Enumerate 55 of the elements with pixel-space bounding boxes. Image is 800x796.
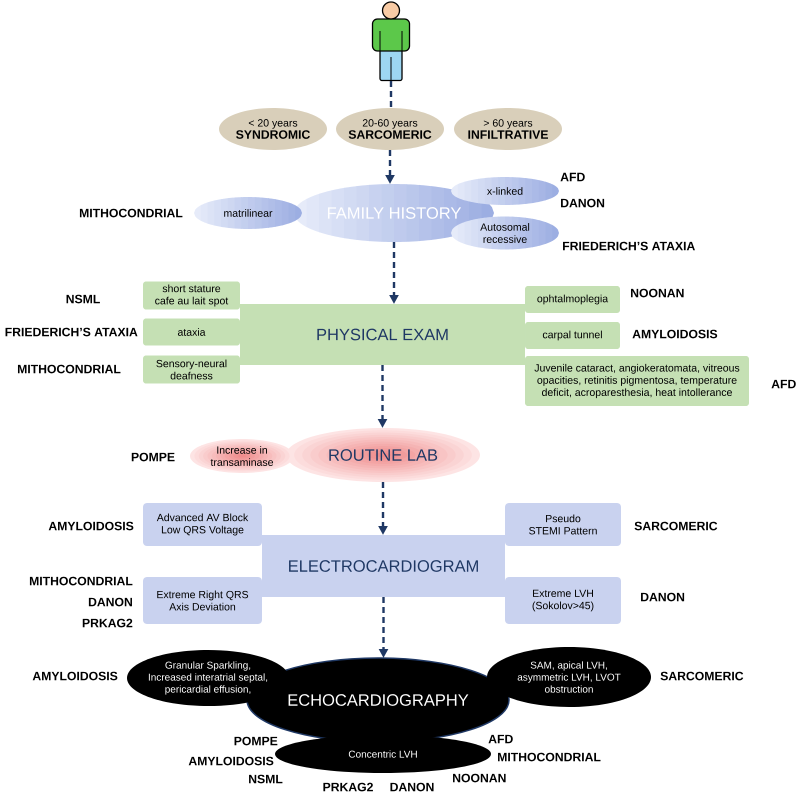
person-icon bbox=[372, 1, 410, 82]
rounded-box: Pseudo STEMI Pattern bbox=[505, 503, 621, 546]
node-label: ataxia bbox=[178, 328, 206, 336]
rounded-box: Juvenile cataract, angiokeratomata, vitreous opacities, retinitis pigmentosa, temperature deficit, acroparesthesia, heat intollerance bbox=[525, 356, 749, 406]
oval: > 60 years INFILTRATIVE bbox=[454, 108, 562, 150]
connector-line bbox=[390, 81, 392, 108]
rounded-box: carpal tunnel bbox=[525, 322, 620, 349]
side-label: NOONAN bbox=[453, 774, 506, 782]
oval: SAM, apical LVH, asymmetric LVH, LVOT obstruction bbox=[487, 647, 651, 707]
side-label: DANON bbox=[561, 198, 604, 208]
side-label: AFD bbox=[560, 172, 585, 182]
node-label: matrilinear bbox=[224, 209, 272, 217]
side-label: AMYLOIDOSIS bbox=[188, 756, 274, 766]
node-label: FAMILY HISTORY bbox=[328, 207, 462, 219]
side-label: AFD bbox=[772, 380, 796, 388]
side-label: SARCOMERIC bbox=[660, 672, 744, 680]
side-label: PRKAG2 bbox=[82, 618, 132, 628]
oval: matrilinear bbox=[194, 197, 302, 229]
side-label: MITHOCONDRIAL bbox=[18, 364, 120, 374]
side-label: DANON bbox=[641, 592, 684, 602]
side-label: AMYLOIDOSIS bbox=[32, 672, 118, 680]
box: PHYSICAL EXAM bbox=[240, 304, 525, 365]
side-label: NOONAN bbox=[631, 288, 684, 298]
rounded-box: ataxia bbox=[143, 318, 240, 346]
oval: 20-60 years SARCOMERIC bbox=[336, 108, 444, 150]
side-label: MITHOCONDRIAL bbox=[30, 576, 132, 586]
side-label: MITHOCONDRIAL bbox=[498, 752, 601, 762]
rounded-box: short stature cafe au lait spot bbox=[143, 282, 240, 310]
oval: Autosomal recessive bbox=[451, 216, 559, 250]
rounded-box: ophtalmoplegia bbox=[525, 286, 620, 313]
side-label: FRIEDERICH’S ATAXIA bbox=[6, 328, 138, 336]
side-label: NSML bbox=[249, 774, 282, 784]
oval: x-linked bbox=[451, 177, 559, 205]
side-label: PRKAG2 bbox=[323, 782, 373, 792]
box: ELECTROCARDIOGRAM bbox=[262, 535, 505, 597]
side-label: MITHOCONDRIAL bbox=[80, 208, 182, 218]
node-label: Concentric LVH bbox=[348, 750, 417, 758]
oval: Increase in transaminase bbox=[190, 439, 294, 473]
side-label: DANON bbox=[390, 782, 434, 792]
side-label: DANON bbox=[88, 598, 132, 606]
side-label: SARCOMERIC bbox=[634, 522, 718, 530]
node-label: PHYSICAL EXAM bbox=[317, 328, 448, 340]
node-label: carpal tunnel bbox=[542, 330, 602, 340]
rounded-box: Extreme LVH (Sokolov>45) bbox=[505, 577, 621, 624]
rounded-box: Extreme Right QRS Axis Deviation bbox=[143, 577, 262, 624]
side-label: FRIEDERICH’S ATAXIA bbox=[563, 242, 695, 250]
side-label: NSML bbox=[66, 294, 100, 304]
oval: Granular Sparkling, Increased interatrial septal, pericardial effusion, bbox=[127, 650, 289, 706]
side-label: POMPE bbox=[132, 452, 175, 462]
side-label: AFD bbox=[488, 734, 513, 744]
side-label: AMYLOIDOSIS bbox=[48, 522, 134, 530]
rounded-box: Sensory-neural deafness bbox=[143, 356, 240, 384]
side-label: AMYLOIDOSIS bbox=[632, 330, 718, 338]
rounded-box: Advanced AV Block Low QRS Voltage bbox=[143, 503, 262, 546]
oval: < 20 years SYNDROMIC bbox=[219, 108, 327, 150]
